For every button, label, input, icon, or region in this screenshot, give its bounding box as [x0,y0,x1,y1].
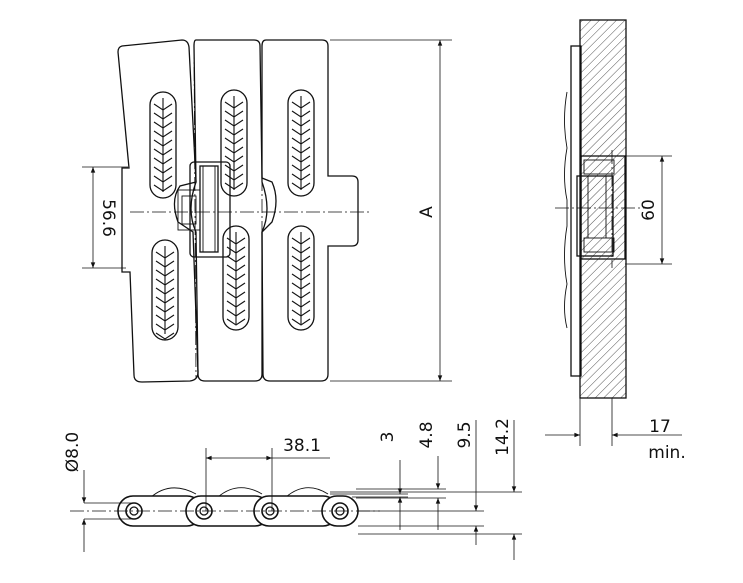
dimension-9-5: 9.5 [358,420,484,545]
dimension-14-2: 14.2 [330,418,522,560]
plate-middle [190,39,277,382]
plate-right [261,39,359,382]
top-view-plates [117,39,370,383]
dimension-17-min: 17 min. [545,398,686,463]
dim-60-label: 60 [639,199,659,221]
dimension-56-6: 56.6 [82,166,128,269]
dimension-3: 3 [330,432,408,530]
dim-diameter-label: Ø8.0 [63,432,83,472]
dimension-60: 60 [625,155,672,265]
dimension-4-8: 4.8 [356,421,446,530]
leaf-spring-slots [149,89,315,341]
plate-left [117,39,199,383]
dim-14-2-label: 14.2 [493,418,513,456]
dim-17-unit-label: min. [648,443,685,463]
dim-a-label: A [417,206,437,218]
dim-3-label: 3 [378,432,398,443]
dim-38-1-label: 38.1 [283,436,321,456]
pin-housing [189,161,231,258]
dimension-38-1: 38.1 [205,436,330,511]
side-view-section [555,19,650,399]
dimension-diameter-8: Ø8.0 [63,432,134,552]
dim-17-label: 17 [649,417,671,437]
guide-rail-hatched [579,19,627,399]
dim-4-8-label: 4.8 [417,421,437,448]
dim-56-6-label: 56.6 [98,199,118,237]
dim-9-5-label: 9.5 [455,421,475,448]
dimension-a: A [330,39,452,382]
bottom-view-chain [70,487,380,527]
